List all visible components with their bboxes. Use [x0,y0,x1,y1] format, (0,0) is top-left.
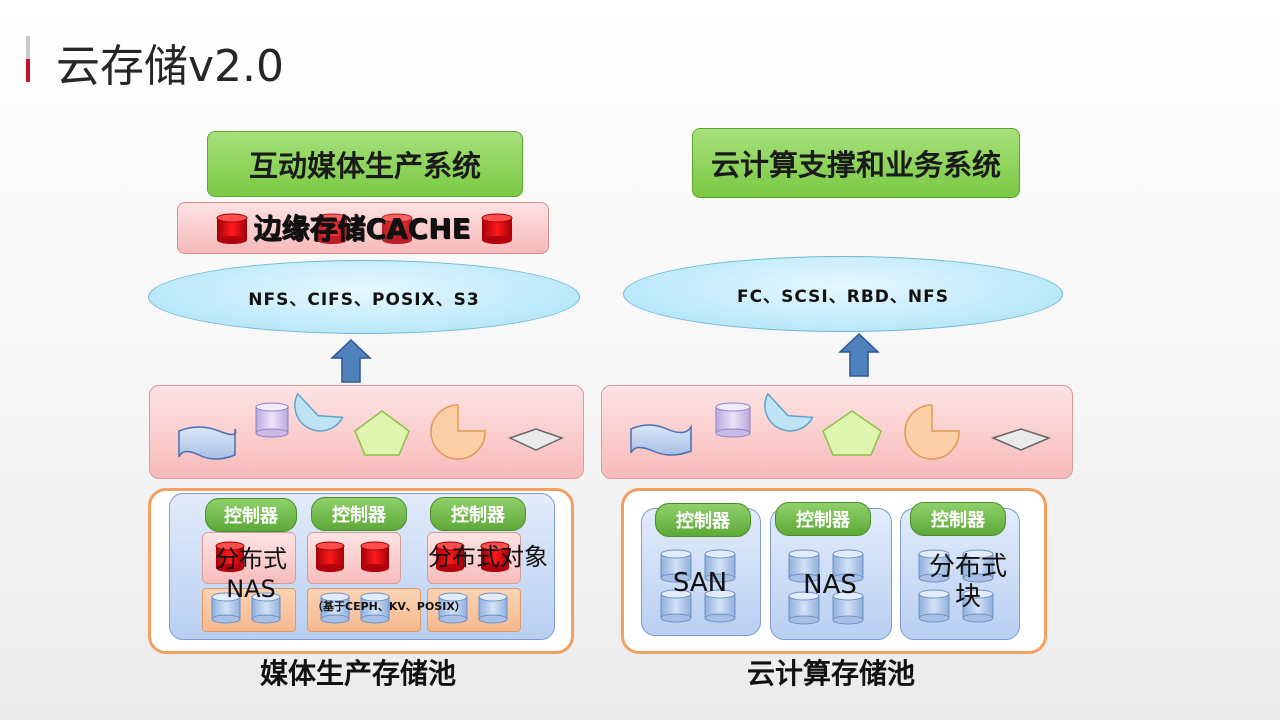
pie-slice-icon [294,392,344,432]
pacman-icon [430,404,486,460]
cylinder-icon [715,402,751,438]
cylinder-icon [478,592,508,624]
diamond-icon [990,428,1052,451]
pie-slice-icon [764,392,814,432]
right-protocol-label: FC、SCSI、RBD、NFS [737,286,949,307]
cylinder-icon [381,213,413,244]
cylinder-icon [360,541,390,572]
cylinder-icon [660,589,692,623]
left-pool-cylinders [211,541,510,624]
right-system-label: 云计算支撑和业务系统 [710,148,1001,182]
cylinder-icon [255,402,289,438]
right-data-shapes [630,392,1052,460]
document-wave-icon [178,426,237,460]
object-note: （基于CEPH、KV、POSIX） [312,600,466,613]
controller-badge: 控制器 [775,502,871,536]
cache-cylinders [216,213,513,244]
cylinder-icon [215,541,245,572]
pentagon-icon [354,410,410,456]
edge-cache-label-overlay: 边缘存储CACHE [177,202,547,252]
cylinder-icon [216,213,248,244]
diamond-icon [507,428,565,451]
cylinder-icon [435,541,465,572]
media-pool-label: 媒体生产存储池 [259,657,456,690]
cylinder-icon [788,591,820,625]
cylinder-icon [704,589,736,623]
distributed-block-label: 分布式 块 [928,552,1007,612]
distributed-object-label: 分布式对象 [428,543,548,571]
cylinder-icon [320,592,350,624]
cylinder-icon [251,592,281,624]
cylinder-icon [360,592,390,624]
cylinder-icon [211,592,241,624]
controller-badge: 控制器 [910,502,1006,536]
pentagon-icon [822,410,882,456]
cylinder-icon [832,591,864,625]
right-system-box: 云计算支撑和业务系统 [692,128,1020,198]
left-system-label: 互动媒体生产系统 [248,149,481,183]
right-pool-cylinders [660,549,994,625]
pacman-icon [904,404,960,460]
left-protocol-ellipse: NFS、CIFS、POSIX、S3 [148,260,580,334]
cylinder-icon [316,213,348,244]
up-arrow-icon [838,332,880,377]
cylinder-icon [480,541,510,572]
left-system-box: 互动媒体生产系统 [207,131,523,197]
cylinder-icon [438,592,468,624]
up-arrow-icon [330,338,372,383]
page-title: 云存储v2.0 [56,41,285,92]
cylinder-icon [832,549,864,583]
edge-cache-label: 边缘存储CACHE [254,213,472,246]
controller-badge: 控制器 [655,503,751,537]
edge-cache-text: 边缘存储CACHE [253,212,471,245]
controller-badge: 控制器 [311,497,407,531]
controller-badge: 控制器 [205,498,297,532]
left-data-shapes [178,392,565,460]
san-label: SAN [672,568,728,598]
cylinder-icon [660,549,692,583]
distributed-nas-label: 分布式 NAS [215,545,287,603]
right-protocol-ellipse: FC、SCSI、RBD、NFS [623,256,1063,332]
cylinder-icon [788,549,820,583]
controller-badge: 控制器 [430,497,526,531]
nas-label: NAS [803,570,857,600]
cylinder-icon [918,549,950,583]
cylinder-icon [962,589,994,623]
cloud-pool-label: 云计算存储池 [746,657,915,690]
cylinder-icon [962,549,994,583]
cylinder-icon [704,549,736,583]
cylinder-icon [315,541,345,572]
cylinder-icon [918,589,950,623]
left-protocol-label: NFS、CIFS、POSIX、S3 [248,289,480,310]
title-accent-bar [26,36,30,82]
cylinder-icon [481,213,513,244]
document-wave-icon [630,424,692,456]
